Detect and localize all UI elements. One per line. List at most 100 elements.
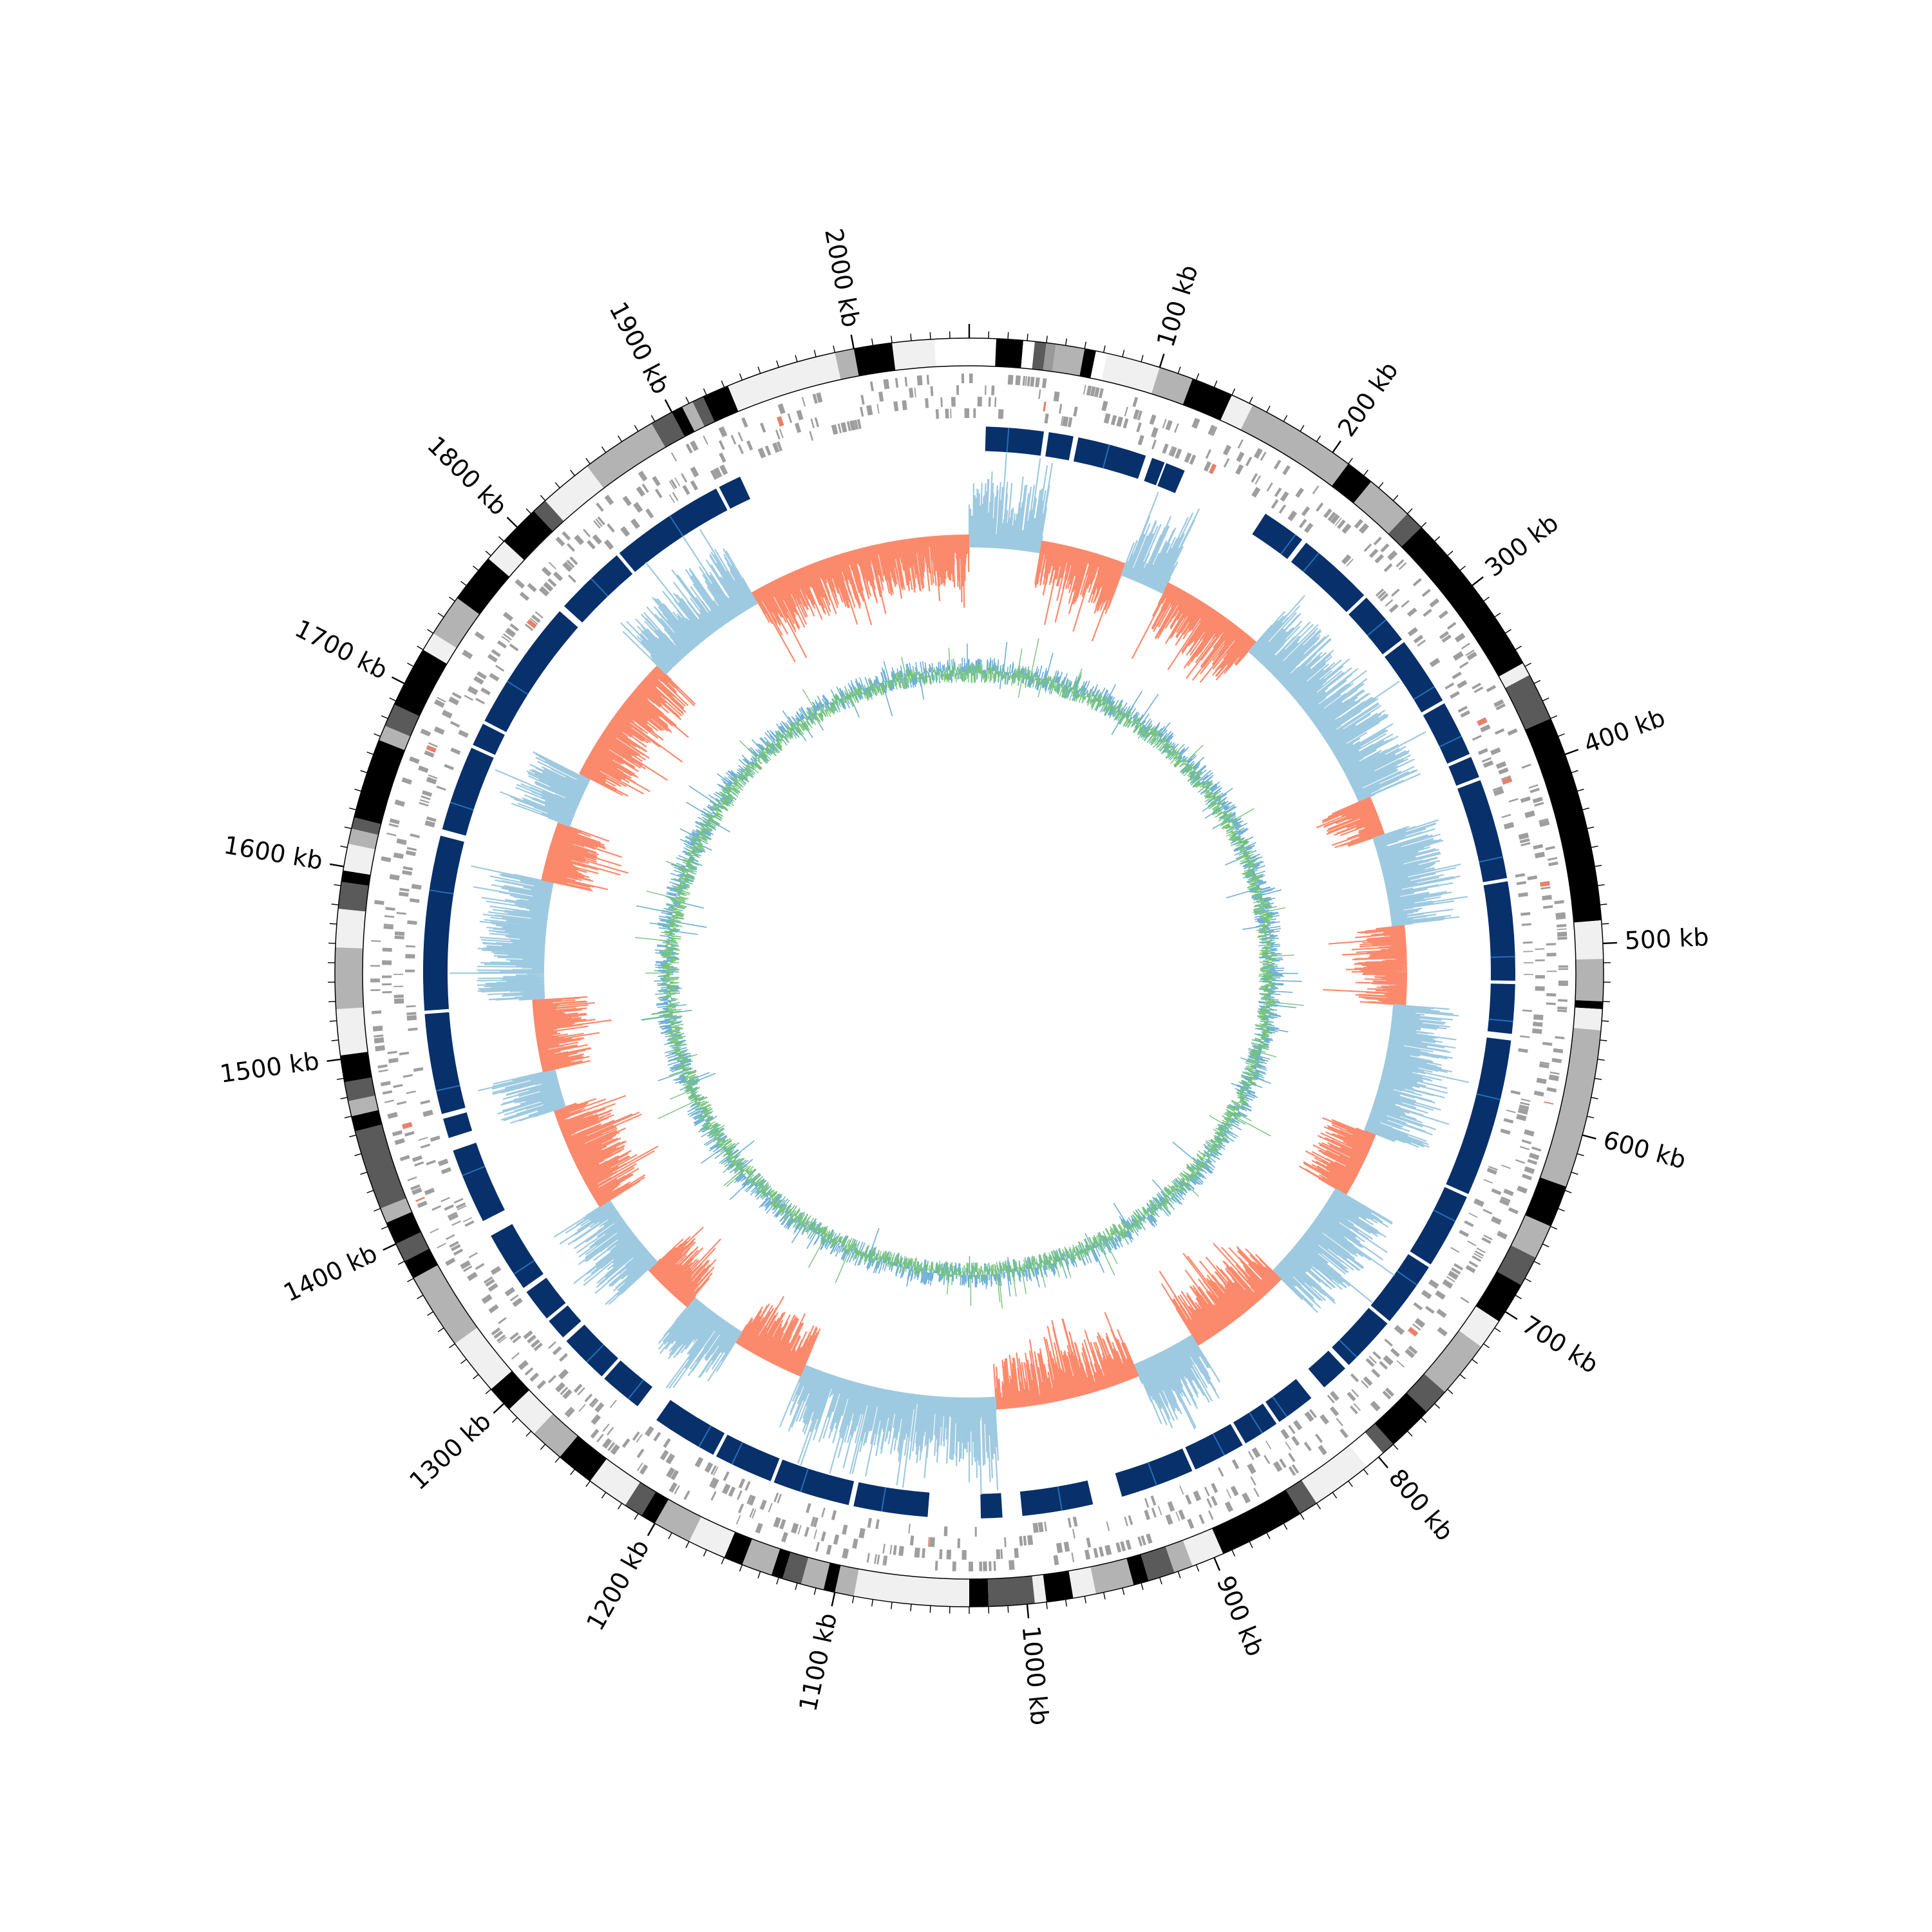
synteny-block [773, 1459, 855, 1506]
gene-feature [419, 802, 429, 807]
synteny-block-accent [1272, 1396, 1288, 1417]
gene-feature [393, 852, 404, 859]
gene-feature [1291, 1464, 1300, 1474]
minor-tick [1103, 345, 1106, 353]
gene-feature [394, 935, 404, 940]
minor-tick [703, 1549, 707, 1557]
gene-feature [1205, 449, 1211, 459]
gene-feature [1044, 1521, 1047, 1531]
gene-feature [1481, 757, 1492, 763]
gene-feature [374, 1037, 384, 1044]
skew-positive-region [968, 453, 1054, 554]
gene-feature [1236, 451, 1245, 462]
gene-feature [916, 375, 923, 386]
gene-feature [1053, 1555, 1059, 1566]
gene-feature [1405, 1349, 1416, 1359]
minor-tick [1392, 1444, 1399, 1450]
gene-feature [491, 649, 501, 658]
minor-tick [601, 446, 607, 453]
gene-feature [1327, 1394, 1335, 1404]
gene-feature [533, 1342, 543, 1352]
gene-feature [547, 578, 557, 587]
gene-feature [1423, 609, 1432, 617]
band-segment [545, 466, 604, 522]
gene-feature [591, 1399, 599, 1408]
minor-tick [833, 345, 835, 353]
gene-feature [602, 1438, 612, 1449]
gene-feature [1391, 588, 1400, 597]
gene-feature [587, 540, 596, 550]
gene-feature [564, 1406, 573, 1416]
gene-feature [760, 422, 766, 433]
band-segment [1525, 1177, 1567, 1227]
gene-feature [831, 1510, 837, 1520]
gene-feature [1035, 377, 1040, 388]
gene-feature [410, 833, 421, 838]
skew-positive-region [1133, 1334, 1221, 1430]
band-segment [1573, 1007, 1603, 1030]
gene-feature [402, 1122, 413, 1130]
minor-tick [929, 1605, 931, 1613]
gene-feature [437, 1159, 449, 1166]
gene-feature [1483, 1179, 1493, 1184]
gene-feature [723, 1471, 730, 1481]
minor-tick [795, 1582, 798, 1590]
gene-feature [690, 440, 699, 451]
gene-feature [1260, 451, 1267, 461]
gene-feature [1519, 1146, 1530, 1150]
synteny-block [715, 1434, 780, 1481]
gene-feature [1137, 435, 1144, 446]
gene-feature [399, 887, 410, 892]
gene-feature [426, 816, 437, 822]
gene-feature [1520, 912, 1531, 916]
gene-feature [569, 556, 578, 565]
gene-feature [665, 1453, 676, 1464]
gene-feature [1320, 1414, 1329, 1425]
gene-feature [977, 397, 982, 407]
gene-feature [668, 494, 676, 504]
gene-feature [777, 1493, 782, 1504]
gene-feature [1165, 420, 1173, 431]
minor-tick [1300, 425, 1305, 432]
gene-feature [370, 965, 381, 967]
gene-feature [412, 1187, 422, 1195]
gene-feature [374, 900, 384, 905]
synteny-block-accent [669, 515, 684, 537]
gene-feature [620, 526, 630, 537]
gene-feature [746, 440, 753, 451]
gene-feature [1380, 543, 1390, 553]
minor-tick [1483, 1343, 1490, 1349]
gene-feature [1508, 798, 1519, 803]
gene-feature [998, 409, 1004, 419]
synteny-block-accent [881, 1487, 887, 1512]
gene-feature [1539, 819, 1550, 828]
gene-feature [1099, 1546, 1104, 1557]
gene-feature [383, 925, 393, 930]
gene-feature [1528, 1152, 1540, 1160]
minor-tick [1213, 381, 1218, 388]
gene-feature [690, 480, 699, 491]
gene-feature [1518, 1048, 1528, 1053]
gene-feature [595, 518, 603, 527]
gene-feature [464, 1220, 475, 1227]
minor-tick [540, 495, 546, 501]
gene-feature [440, 1197, 450, 1202]
gene-feature [1546, 1086, 1557, 1093]
gene-feature [752, 1509, 757, 1519]
gene-feature [1273, 459, 1282, 469]
major-tick [1332, 440, 1341, 453]
band-segment [384, 704, 420, 737]
gene-feature [654, 488, 663, 498]
minor-tick [1065, 338, 1067, 346]
gene-feature [374, 1034, 384, 1038]
gene-feature [797, 1524, 802, 1535]
gene-feature [1519, 1104, 1530, 1110]
gene-feature [505, 627, 516, 638]
gene-feature [809, 431, 814, 441]
minor-tick [1483, 596, 1490, 602]
gene-feature [378, 1069, 388, 1073]
gene-feature [719, 452, 726, 463]
gene-feature [1492, 786, 1502, 791]
gene-feature [526, 619, 537, 629]
gene-feature [1303, 1441, 1312, 1452]
